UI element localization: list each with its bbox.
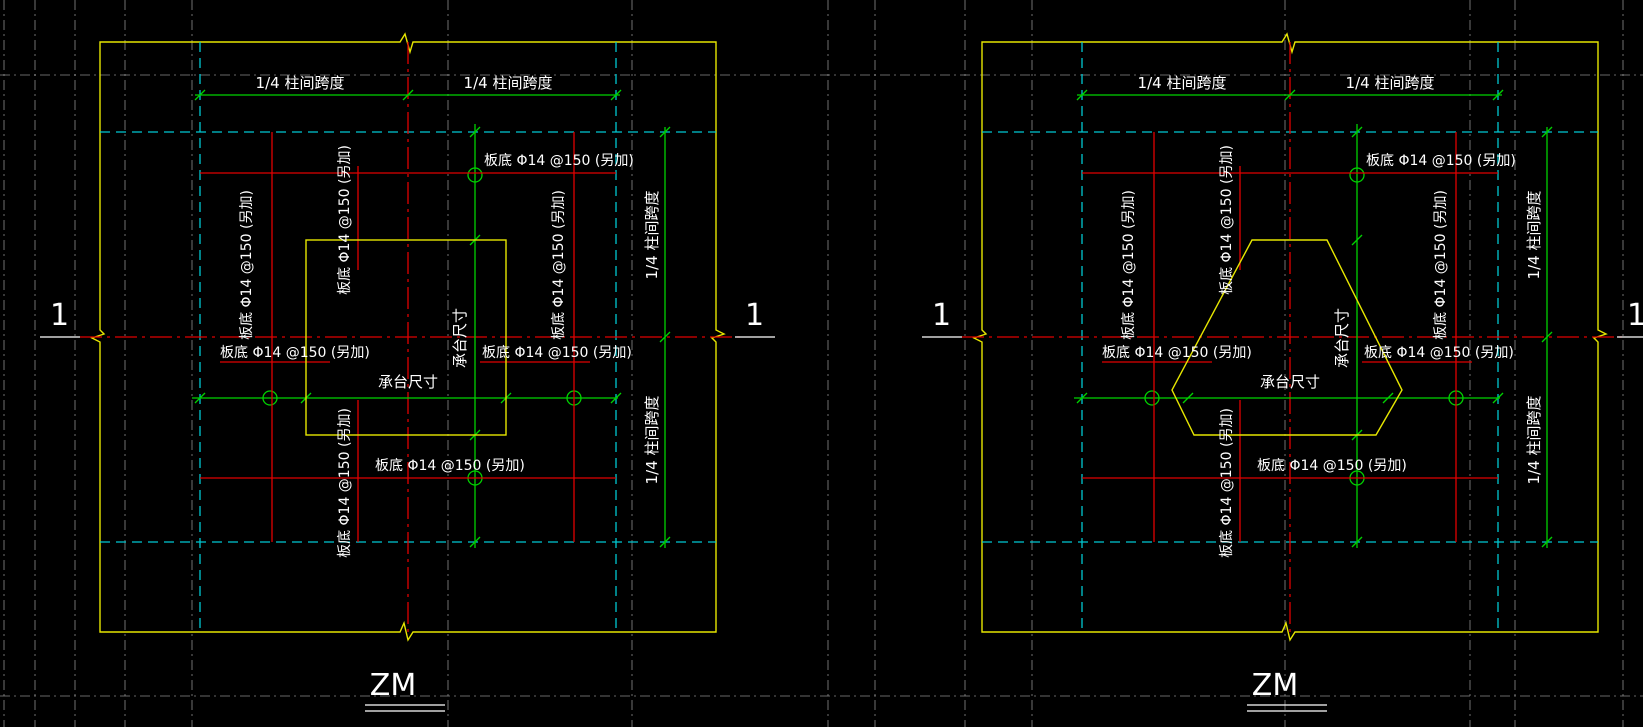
dimension-tick-vertical: [1351, 234, 1363, 246]
rebar-note-vertical-center: 板底 Φ14 @150 (另加): [337, 145, 353, 295]
dimension-tick-right: [659, 126, 671, 138]
rebar-note-vertical-left: 板底 Φ14 @150 (另加): [1121, 190, 1137, 340]
dimension-tick-vertical: [469, 536, 481, 548]
rebar-note-top-right: 板底 Φ14 @150 (另加): [484, 153, 634, 169]
dimension-tick-top: [610, 89, 622, 101]
pile-circle-marker: [1349, 167, 1365, 183]
dimension-tick-top: [1492, 89, 1504, 101]
drawing-title: ZM: [370, 668, 416, 703]
rebar-note-vertical-center: 板底 Φ14 @150 (另加): [1219, 145, 1235, 295]
section-mark-right: 1: [745, 298, 764, 333]
dimension-tick-top: [1284, 89, 1296, 101]
pile-circle-marker: [1144, 390, 1160, 406]
section-mark-left: 1: [932, 298, 951, 333]
dimension-tick-vertical: [1351, 536, 1363, 548]
rebar-note-middle-left: 板底 Φ14 @150 (另加): [220, 345, 370, 361]
dimension-tick-top: [1076, 89, 1088, 101]
cap-size-label-horizontal: 承台尺寸: [1260, 373, 1320, 391]
label-span-right-upper: 1/4 柱间跨度: [1525, 191, 1543, 280]
section-mark-right: 1: [1627, 298, 1643, 333]
dimension-tick-right: [1541, 331, 1553, 343]
rebar-note-vertical-right: 板底 Φ14 @150 (另加): [551, 190, 567, 340]
pile-cap-outline: [1171, 239, 1403, 436]
cap-size-label-vertical: 承台尺寸: [451, 308, 469, 368]
rebar-note-bottom-center: 板底 Φ14 @150 (另加): [1257, 458, 1407, 474]
dimension-tick-middle: [1382, 392, 1394, 404]
rebar-note-top-right: 板底 Φ14 @150 (另加): [1366, 153, 1516, 169]
rebar-note-bottom-center: 板底 Φ14 @150 (另加): [375, 458, 525, 474]
rebar-note-vertical-right: 板底 Φ14 @150 (另加): [1433, 190, 1449, 340]
rebar-note-middle-left: 板底 Φ14 @150 (另加): [1102, 345, 1252, 361]
pile-circle-marker: [467, 167, 483, 183]
slab-outline-with-break-marks: [90, 32, 726, 642]
rebar-note-vertical-bottom: 板底 Φ14 @150 (另加): [337, 408, 353, 558]
label-span-top-left: 1/4 柱间跨度: [256, 74, 345, 92]
dimension-tick-top: [194, 89, 206, 101]
rebar-note-vertical-left: 板底 Φ14 @150 (另加): [239, 190, 255, 340]
label-span-top-right: 1/4 柱间跨度: [464, 74, 553, 92]
dimension-tick-middle: [1076, 392, 1088, 404]
label-span-right-upper: 1/4 柱间跨度: [643, 191, 661, 280]
dimension-tick-right: [659, 331, 671, 343]
rebar-note-vertical-bottom: 板底 Φ14 @150 (另加): [1219, 408, 1235, 558]
rebar-note-middle-right: 板底 Φ14 @150 (另加): [482, 345, 632, 361]
dimension-tick-middle: [1182, 392, 1194, 404]
cap-size-label-vertical: 承台尺寸: [1333, 308, 1351, 368]
dimension-tick-middle: [194, 392, 206, 404]
label-span-top-left: 1/4 柱间跨度: [1138, 74, 1227, 92]
dimension-tick-right: [1541, 536, 1553, 548]
section-mark-left: 1: [50, 298, 69, 333]
dimension-tick-vertical: [469, 126, 481, 138]
label-span-right-lower: 1/4 柱间跨度: [1525, 396, 1543, 485]
dimension-tick-top: [402, 89, 414, 101]
pile-circle-marker: [262, 390, 278, 406]
dimension-tick-right: [1541, 126, 1553, 138]
drawing-title: ZM: [1252, 668, 1298, 703]
slab-outline-with-break-marks: [972, 32, 1608, 642]
dimension-tick-vertical: [1351, 126, 1363, 138]
dimension-tick-right: [659, 536, 671, 548]
cap-size-label-horizontal: 承台尺寸: [378, 373, 438, 391]
rebar-note-middle-right: 板底 Φ14 @150 (另加): [1364, 345, 1514, 361]
label-span-top-right: 1/4 柱间跨度: [1346, 74, 1435, 92]
pile-cap-outline: [305, 239, 507, 436]
dimension-tick-middle: [610, 392, 622, 404]
label-span-right-lower: 1/4 柱间跨度: [643, 396, 661, 485]
dimension-tick-middle: [1492, 392, 1504, 404]
